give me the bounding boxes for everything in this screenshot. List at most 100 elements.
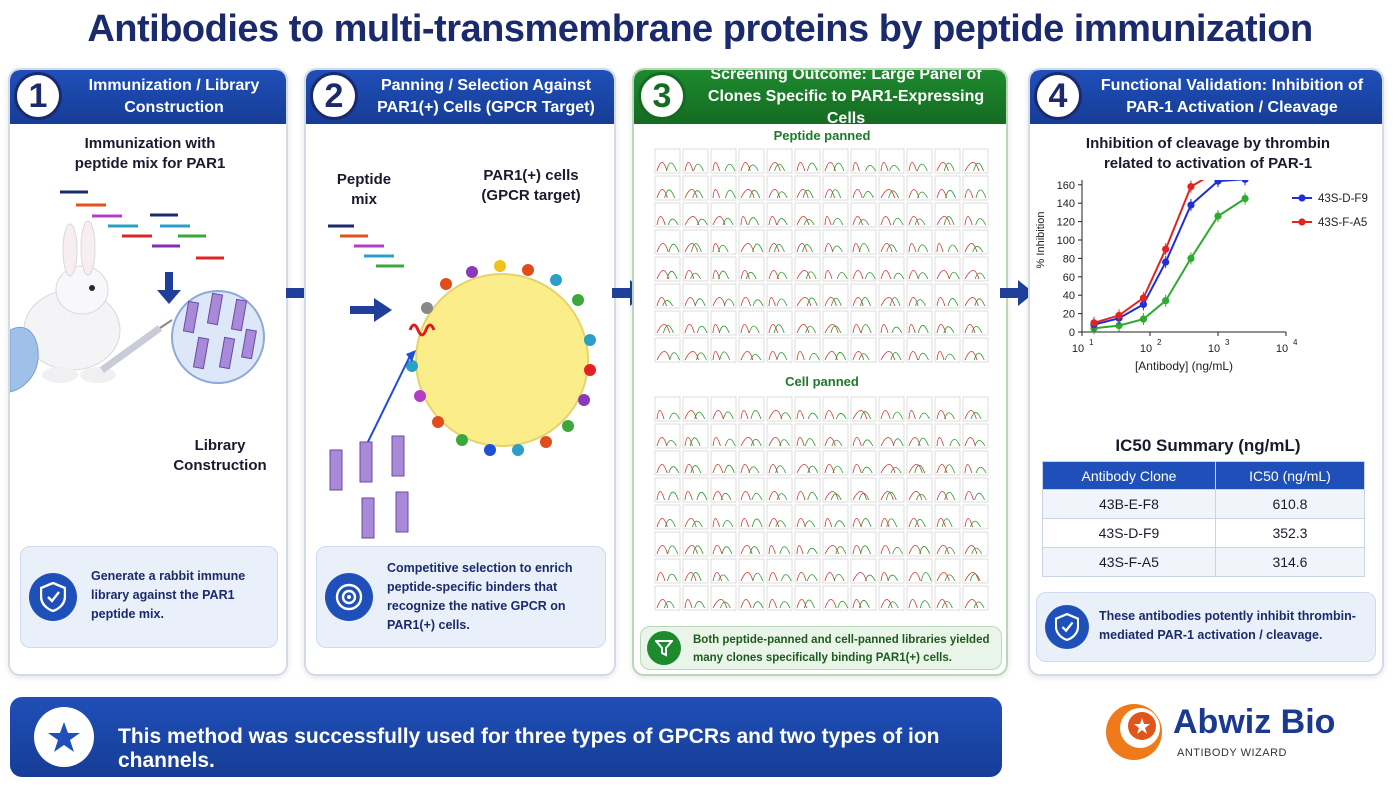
histogram-thumbnail bbox=[934, 504, 961, 530]
y-tick-label: 40 bbox=[1063, 290, 1075, 302]
histogram-thumbnail bbox=[878, 256, 905, 282]
histogram-thumbnail bbox=[766, 202, 793, 228]
histogram-thumbnail bbox=[850, 531, 877, 557]
histogram-thumbnail bbox=[906, 585, 933, 611]
histogram-thumbnail bbox=[822, 229, 849, 255]
histogram-thumbnail bbox=[738, 558, 765, 584]
histogram-thumbnail bbox=[850, 256, 877, 282]
syringe-icon bbox=[99, 319, 173, 373]
target-icon bbox=[325, 573, 373, 621]
histogram-thumbnail bbox=[766, 450, 793, 476]
logo-name: Abwiz Bio bbox=[1173, 703, 1336, 741]
histogram-thumbnail bbox=[822, 310, 849, 336]
histogram-thumbnail bbox=[710, 558, 737, 584]
panel-4-note: These antibodies potently inhibit thromb… bbox=[1036, 592, 1376, 662]
histogram-thumbnail bbox=[906, 423, 933, 449]
histogram-thumbnail bbox=[654, 558, 681, 584]
histogram-thumbnail bbox=[738, 477, 765, 503]
histogram-thumbnail bbox=[682, 450, 709, 476]
series-line bbox=[1093, 197, 1246, 330]
data-point bbox=[1187, 183, 1195, 191]
histogram-thumbnail bbox=[878, 423, 905, 449]
chart-title: Inhibition of cleavage by thrombin relat… bbox=[1050, 134, 1366, 174]
legend-label: 43S-D-F9 bbox=[1318, 193, 1368, 205]
histogram-thumbnail bbox=[906, 396, 933, 422]
histogram-thumbnail bbox=[934, 423, 961, 449]
histogram-thumbnail bbox=[906, 310, 933, 336]
histogram-thumbnail bbox=[934, 283, 961, 309]
histogram-thumbnail bbox=[850, 283, 877, 309]
panel-2-note-text: Competitive selection to enrich peptide-… bbox=[387, 559, 595, 635]
panel-4-note-line1: These antibodies potently inhibit thromb… bbox=[1099, 609, 1356, 623]
histogram-thumbnail bbox=[654, 477, 681, 503]
panel-4-header: 4 Functional Validation: Inhibition of P… bbox=[1030, 70, 1382, 124]
histogram-thumbnail bbox=[850, 423, 877, 449]
histogram-thumbnail bbox=[878, 585, 905, 611]
y-tick-label: 100 bbox=[1057, 235, 1075, 247]
ic50-table: Antibody Clone IC50 (ng/mL) 43B-E-F8 610… bbox=[1042, 461, 1366, 577]
histogram-thumbnail bbox=[682, 337, 709, 363]
table-header-row: Antibody Clone IC50 (ng/mL) bbox=[1042, 461, 1366, 490]
peptide-mix-lines bbox=[328, 224, 404, 268]
histogram-thumbnail bbox=[962, 256, 989, 282]
panel-3-note-line2: many clones specifically binding PAR1(+)… bbox=[693, 652, 952, 664]
x-tick-label: 10 bbox=[1072, 343, 1084, 355]
rabbit-illustration bbox=[10, 220, 121, 393]
histogram-thumbnail bbox=[794, 229, 821, 255]
y-tick-label: 120 bbox=[1057, 217, 1075, 229]
panel-screening: 3 Screening Outcome: Large Panel of Clon… bbox=[632, 68, 1008, 676]
histogram-thumbnail bbox=[850, 558, 877, 584]
chart-title-line1: Inhibition of cleavage by thrombin bbox=[1085, 135, 1331, 152]
histogram-thumbnail bbox=[934, 531, 961, 557]
histogram-thumbnail bbox=[878, 558, 905, 584]
legend-marker bbox=[1298, 194, 1306, 202]
peptide-mix-label-line1: Peptide bbox=[336, 171, 392, 188]
logo-tagline: ANTIBODY WIZARD bbox=[1177, 747, 1287, 759]
histogram-thumbnail bbox=[682, 477, 709, 503]
histogram-thumbnail bbox=[654, 229, 681, 255]
histogram-thumbnail bbox=[710, 585, 737, 611]
histogram-thumbnail bbox=[850, 337, 877, 363]
histogram-thumbnail bbox=[738, 310, 765, 336]
histogram-thumbnail bbox=[682, 531, 709, 557]
histogram-thumbnail bbox=[934, 337, 961, 363]
histogram-thumbnail bbox=[710, 396, 737, 422]
series-43S-D-F9 bbox=[1090, 180, 1249, 331]
histogram-thumbnail bbox=[822, 450, 849, 476]
panel-1-note-line3: peptide mix. bbox=[91, 607, 164, 621]
panel-3-heading: Screening Outcome: Large Panel of Clones… bbox=[692, 70, 1000, 127]
histogram-thumbnail bbox=[766, 396, 793, 422]
panel-3-header: 3 Screening Outcome: Large Panel of Clon… bbox=[634, 70, 1006, 127]
panel-1-note: Generate a rabbit immune library against… bbox=[20, 546, 278, 648]
histogram-thumbnail bbox=[738, 504, 765, 530]
data-point bbox=[1139, 294, 1148, 302]
cells-label-line1: PAR1(+) cells bbox=[483, 167, 579, 184]
shield-icon bbox=[29, 573, 77, 621]
histogram-thumbnail bbox=[822, 504, 849, 530]
cells-label-line2: (GPCR target) bbox=[481, 187, 581, 204]
panel-4-note-line2: mediated PAR-1 activation / cleavage. bbox=[1099, 628, 1323, 642]
histogram-thumbnail bbox=[850, 477, 877, 503]
bottom-banner: This method was successfully used for th… bbox=[10, 697, 1002, 777]
histogram-thumbnail bbox=[794, 558, 821, 584]
histogram-thumbnail bbox=[878, 148, 905, 174]
panel-1-note-line2: library against the PAR1 bbox=[91, 588, 235, 602]
histogram-thumbnail bbox=[934, 558, 961, 584]
data-point bbox=[1241, 195, 1249, 203]
immunization-label: Immunization with peptide mix for PAR1 bbox=[50, 134, 250, 174]
histogram-thumbnail bbox=[794, 531, 821, 557]
panel-panning: 2 Panning / Selection Against PAR1(+) Ce… bbox=[304, 68, 616, 676]
histogram-thumbnail bbox=[794, 256, 821, 282]
histogram-thumbnail bbox=[654, 585, 681, 611]
panel-3-heading-line1: Screening Outcome: Large Panel of bbox=[710, 68, 982, 83]
step-number-badge: 3 bbox=[638, 72, 686, 120]
antibody-phage-icons bbox=[182, 292, 257, 370]
y-axis-label: % Inhibition bbox=[1035, 212, 1047, 269]
histogram-thumbnail bbox=[710, 283, 737, 309]
legend-label: 43S-F-A5 bbox=[1318, 217, 1367, 229]
immunization-label-line2: peptide mix for PAR1 bbox=[74, 155, 226, 172]
step-number-badge: 1 bbox=[14, 72, 62, 120]
y-tick-label: 0 bbox=[1069, 327, 1075, 339]
table-row: 43S-F-A5 314.6 bbox=[1042, 547, 1366, 577]
histogram-thumbnail bbox=[766, 585, 793, 611]
